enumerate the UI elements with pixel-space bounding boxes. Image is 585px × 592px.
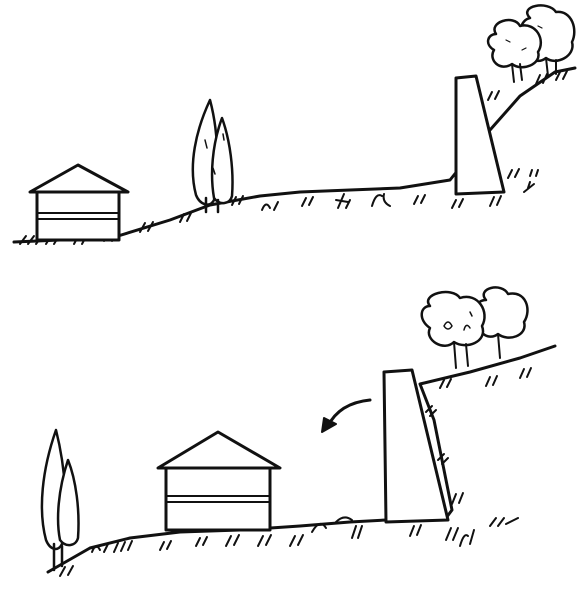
panel-top — [14, 5, 575, 244]
house-roof — [30, 165, 128, 192]
house-body — [166, 468, 270, 530]
house-body — [37, 192, 119, 240]
house-roof — [158, 432, 280, 468]
cypress-tree-top — [193, 100, 233, 212]
shrubs-bottom — [422, 287, 528, 368]
ground-hatching-bottom — [60, 368, 531, 576]
cypress-tree-bottom — [42, 430, 79, 570]
arrow-icon — [322, 400, 370, 432]
panel-bottom — [42, 287, 555, 576]
house-bottom — [158, 432, 280, 530]
house-top — [30, 165, 128, 240]
